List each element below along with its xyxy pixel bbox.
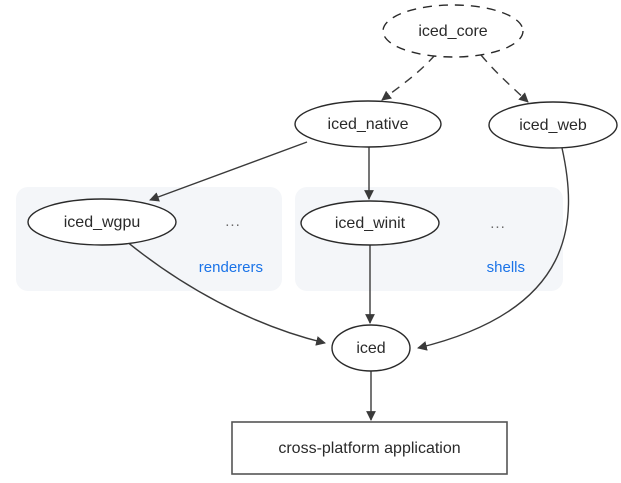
- ellipsis-shells-more: ...: [490, 215, 506, 232]
- node-shape-iced_wgpu: [27, 198, 177, 246]
- node-label-iced_wgpu: iced_wgpu: [64, 214, 141, 231]
- edge-native-to-wgpu: [149, 141, 308, 202]
- node-iced[interactable]: iced: [331, 324, 411, 372]
- node-iced_wgpu[interactable]: iced_wgpu: [27, 198, 177, 246]
- node-iced_native[interactable]: iced_native: [294, 100, 442, 148]
- node-label-iced: iced: [356, 340, 385, 357]
- node-iced_winit[interactable]: iced_winit: [300, 200, 440, 246]
- node-label-iced_winit: iced_winit: [335, 215, 406, 232]
- ellipsis-group: ......: [225, 213, 506, 232]
- node-shape-iced_native: [294, 100, 442, 148]
- edge-group: [125, 54, 570, 421]
- node-iced_core[interactable]: iced_core: [382, 4, 524, 58]
- cluster-label-group: renderers shells: [199, 259, 525, 276]
- node-shape-iced: [331, 324, 411, 372]
- node-application[interactable]: cross-platform application: [231, 421, 508, 475]
- node-label-iced_native: iced_native: [328, 116, 409, 133]
- edge-wgpu-to-iced: [125, 240, 326, 346]
- node-shape-iced_winit: [300, 200, 440, 246]
- cluster-label-renderers: renderers: [199, 259, 263, 276]
- cluster-label-shells: shells: [487, 259, 525, 276]
- node-label-application: cross-platform application: [278, 440, 460, 457]
- node-shape-application: [231, 421, 508, 475]
- node-iced_web[interactable]: iced_web: [488, 101, 618, 149]
- node-label-iced_web: iced_web: [519, 117, 587, 134]
- ellipsis-renderers-more: ...: [225, 213, 241, 230]
- edge-web-to-iced: [417, 147, 570, 351]
- node-shape-iced_web: [488, 101, 618, 149]
- edge-core-to-web: [480, 54, 529, 103]
- node-shape-iced_core: [382, 4, 524, 58]
- edge-core-to-native: [381, 54, 436, 101]
- node-label-iced_core: iced_core: [418, 23, 487, 40]
